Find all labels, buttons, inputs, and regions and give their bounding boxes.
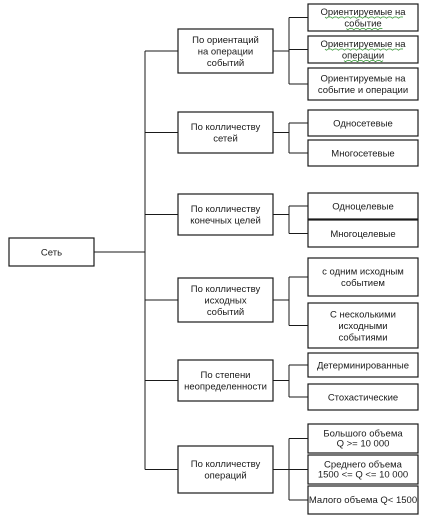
leaf-box-frame	[307, 139, 419, 167]
leaf-box-label-line: 1500 <= Q <= 10 000	[318, 469, 408, 480]
leaf-box-label-line: Многоцелевые	[330, 229, 395, 240]
leaf-box-label-line: событием	[341, 278, 385, 289]
leaf-box-frame	[307, 219, 419, 248]
leaf-box-label-line: Большого объема	[323, 428, 403, 439]
category-box-label-line: По колличеству	[191, 284, 261, 295]
leaf-box: Малого объема Q< 1500	[307, 485, 419, 515]
leaf-box: Стохастические	[307, 383, 419, 411]
leaf-box-label-line: Q >= 10 000	[337, 438, 390, 449]
leaf-box-label-line: событиями	[338, 332, 387, 343]
spellcheck-underline	[324, 48, 404, 51]
category-box-frame	[177, 359, 274, 402]
leaf-box-frame	[307, 109, 419, 137]
node-root-label-line: Сеть	[41, 247, 62, 258]
connector-lines	[94, 17, 308, 501]
category-box-label-line: неопределенности	[184, 382, 267, 393]
leaf-box-frame	[307, 454, 419, 485]
leaf-box-frame	[307, 485, 419, 515]
leaf-box-label-line: событие и операции	[318, 85, 408, 96]
leaf-box-label-line: Ориентируемые на	[320, 74, 406, 85]
leaf-box-frame	[307, 423, 419, 454]
leaf-box-label-line: Многосетевые	[331, 148, 394, 159]
leaf-box-frame	[307, 257, 419, 297]
leaf-box-label-line: Ориентируемые на	[320, 7, 406, 18]
category-box-frame	[177, 277, 274, 323]
leaf-box-label-line: операции	[342, 51, 384, 62]
leaf-box: Односетевые	[307, 109, 419, 137]
category-box-label-line: По колличеству	[191, 459, 261, 470]
leaf-box-label-line: Среднего объема	[324, 459, 403, 470]
leaf-box-label-line: исходными	[338, 321, 387, 332]
leaf-box: Многоцелевые	[307, 219, 419, 248]
category-box-frame	[177, 111, 274, 154]
leaf-box-frame	[307, 302, 419, 349]
leaf-box-frame	[307, 192, 419, 220]
leaf-box: Многосетевые	[307, 139, 419, 167]
leaf-box-label-line: с одним исходным	[322, 267, 404, 278]
leaf-box-label-line: Малого объема Q< 1500	[309, 495, 417, 506]
leaf-box-frame	[307, 383, 419, 411]
node-root: Сеть	[8, 237, 95, 267]
leaf-box-frame	[307, 67, 419, 101]
category-box-frame	[177, 193, 274, 236]
spellcheck-underline	[346, 27, 383, 31]
category-box-label-line: По ориентаций	[192, 35, 259, 46]
category-box-label-line: По степени	[200, 370, 250, 381]
category-box-label-line: По колличеству	[191, 204, 261, 215]
category-box-label-line: сетей	[213, 134, 238, 145]
category-box-frame	[177, 445, 274, 494]
leaf-box-label-line: Односетевые	[333, 118, 393, 129]
leaf-box-label-line: С несколькими	[330, 309, 396, 320]
category-box-label-line: операций	[204, 471, 246, 482]
leaf-box: Одноцелевые	[307, 192, 419, 220]
spellcheck-underline	[343, 59, 384, 63]
category-box-label-line: событий	[207, 307, 244, 318]
leaf-box-label-line: Стохастические	[328, 392, 398, 403]
node-root-frame	[8, 237, 95, 267]
category-box-frame	[177, 28, 274, 74]
category-box-label-line: По колличеству	[191, 122, 261, 133]
category-box-label-line: на операции	[198, 46, 254, 57]
leaf-box-frame	[307, 352, 419, 378]
category-box-label-line: конечных целей	[190, 216, 261, 227]
category-box-label-line: исходных	[204, 295, 246, 306]
leaf-box-label-line: Детерминированные	[317, 360, 409, 371]
leaf-box: Детерминированные	[307, 352, 419, 378]
category-box-label-line: событий	[207, 58, 244, 69]
leaf-box-label-line: Ориентируемые на	[320, 39, 406, 50]
leaf-box-label-line: Одноцелевые	[332, 201, 394, 212]
leaf-box-label-line: событие	[344, 19, 381, 30]
spellcheck-underline	[324, 16, 404, 19]
